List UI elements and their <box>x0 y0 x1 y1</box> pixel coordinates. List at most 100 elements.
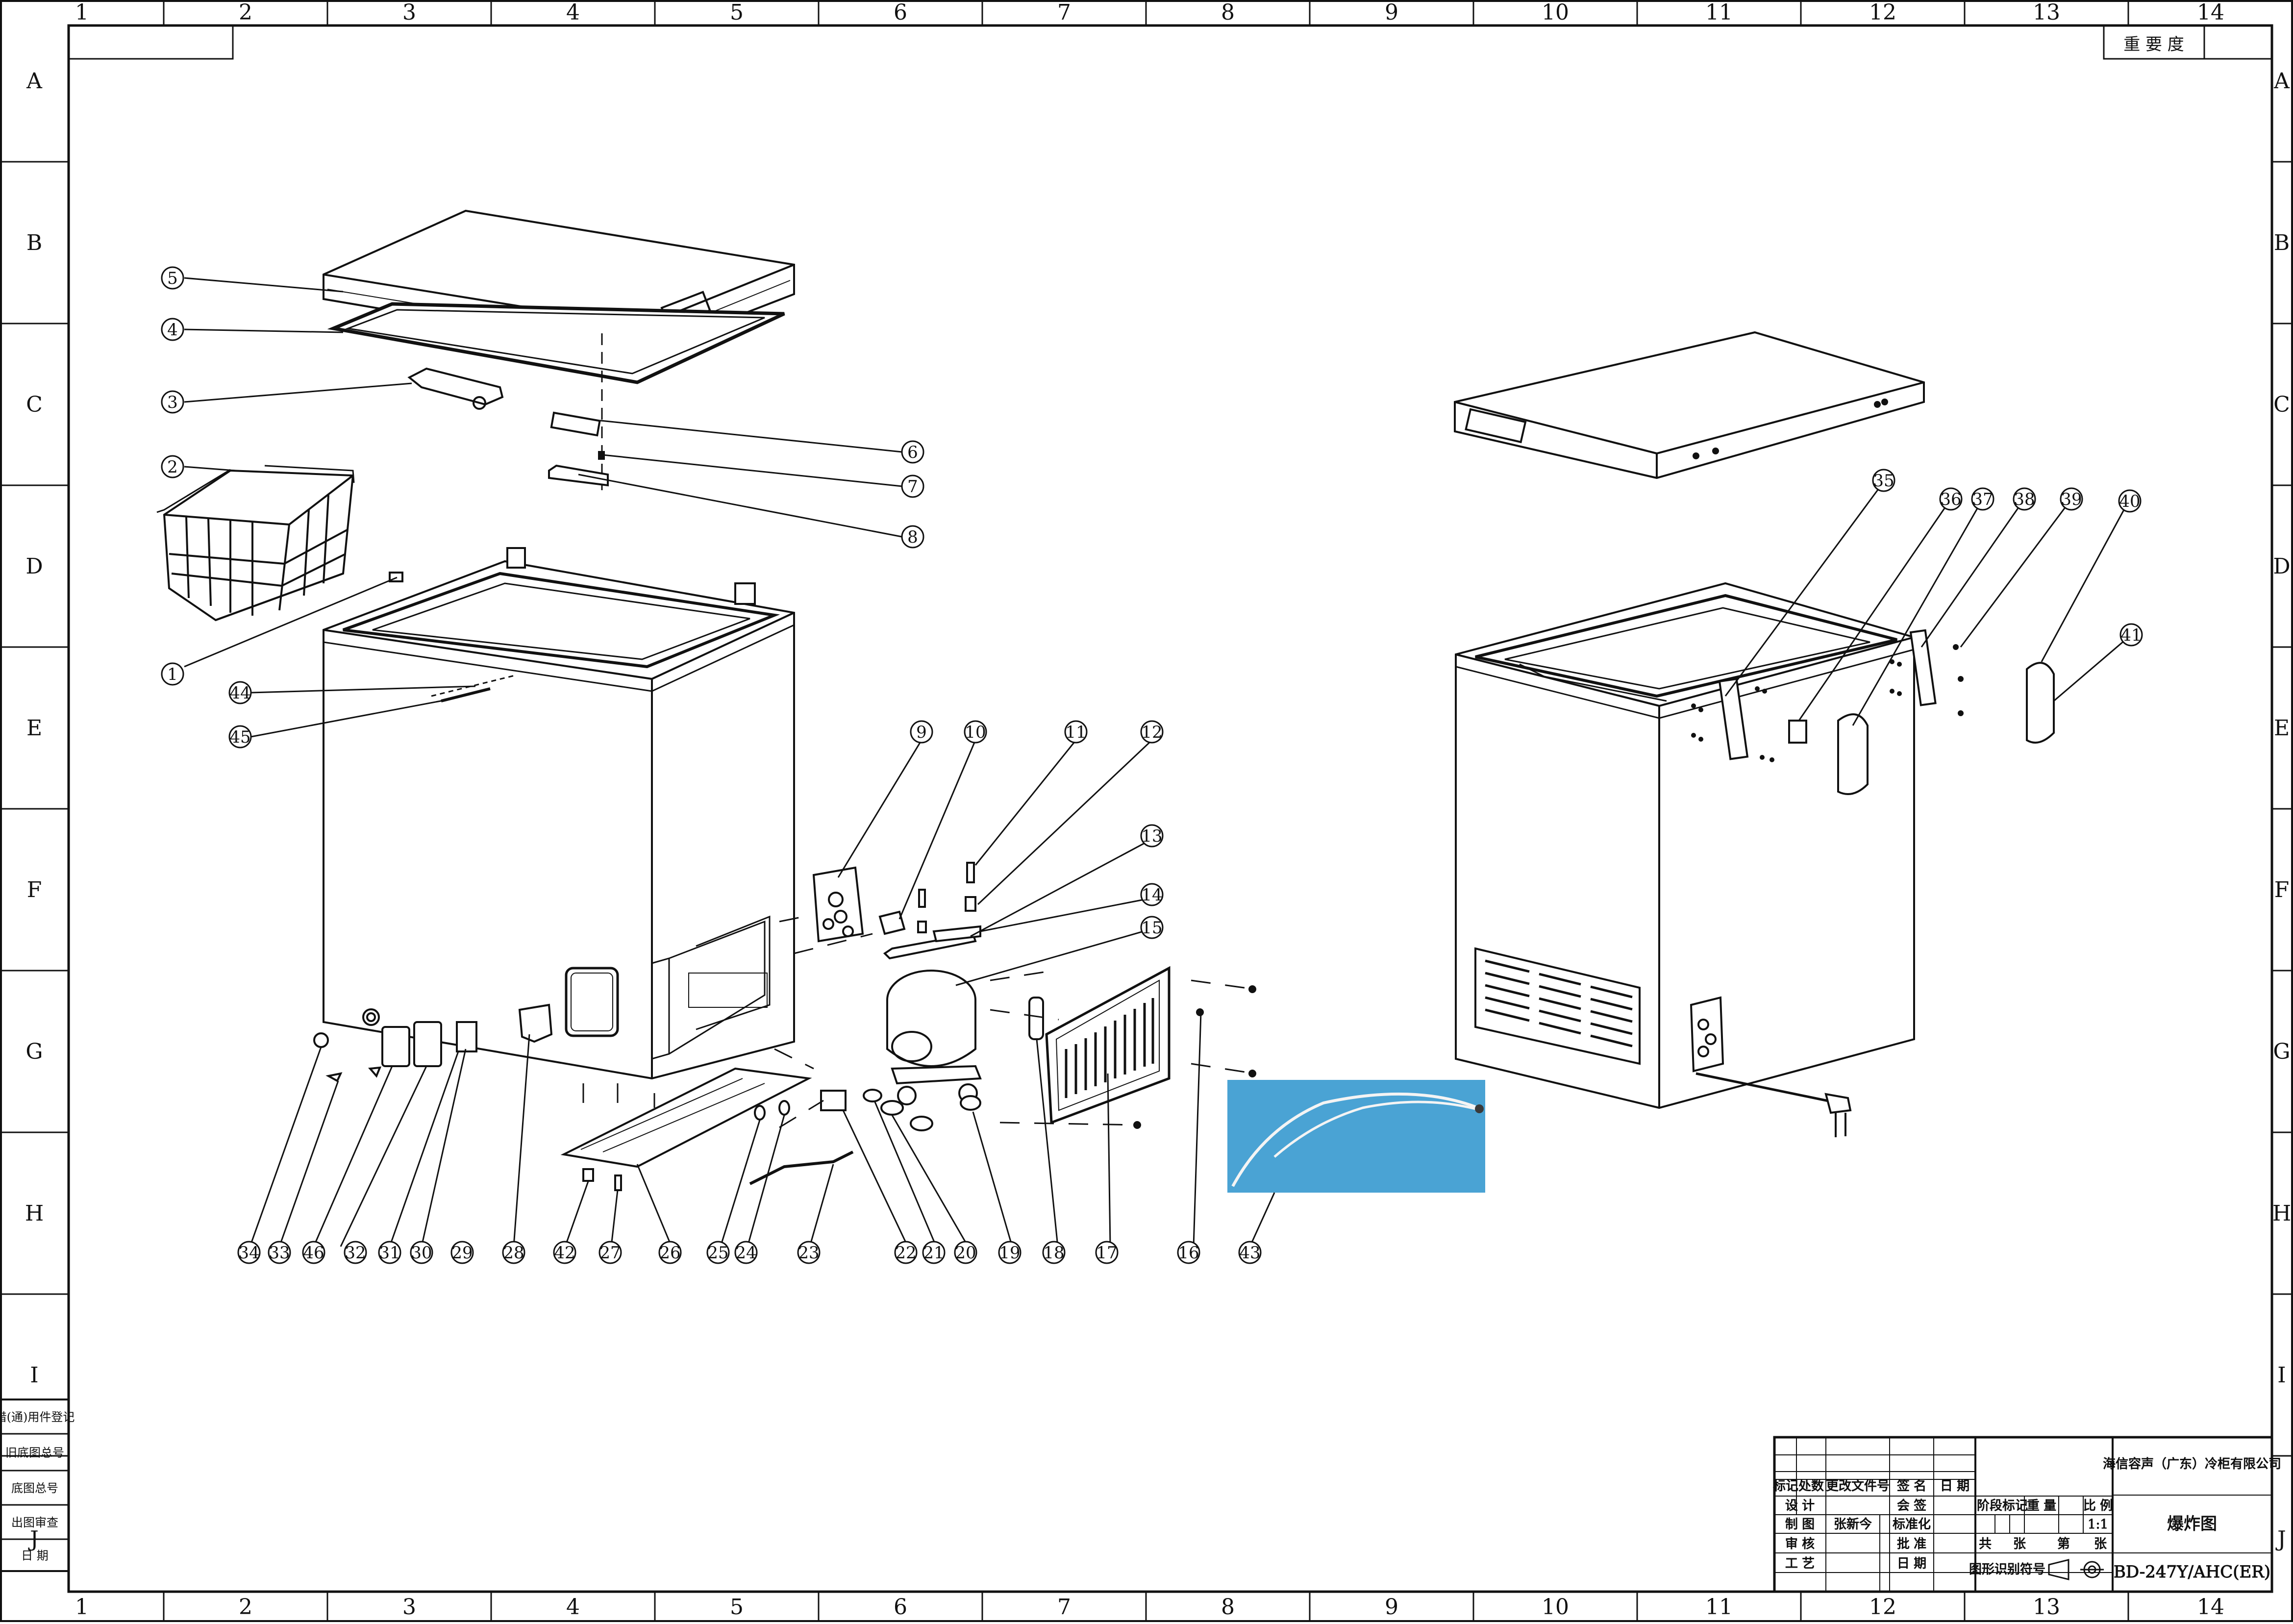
zone-col-label: 10 <box>1542 0 1569 25</box>
balloon-label: 40 <box>2119 492 2140 511</box>
zone-col-label: 6 <box>894 0 907 25</box>
balloon-29: 29 <box>450 1241 474 1264</box>
basket-part <box>156 465 355 622</box>
gasket-part <box>327 302 785 384</box>
balloon-33: 33 <box>268 1241 291 1264</box>
tb-row-draw: 制 图 <box>1785 1517 1815 1532</box>
bottom-plate-part <box>560 1067 812 1168</box>
balloon-label: 29 <box>451 1243 473 1263</box>
bolt-part <box>966 862 975 883</box>
balloon-label: 37 <box>1972 490 1993 509</box>
left-freezer-assembly <box>156 209 1256 1191</box>
tb-header-sign: 签 名 <box>1897 1479 1926 1494</box>
zone-col-label: 5 <box>730 1595 744 1620</box>
tb-weight: 重 量 <box>2027 1499 2056 1513</box>
balloon-14: 14 <box>1140 883 1164 906</box>
balloon-label: 6 <box>907 443 918 462</box>
balloon-label: 19 <box>999 1243 1020 1263</box>
balloon-label: 13 <box>1141 826 1162 846</box>
balloon-label: 12 <box>1141 723 1162 742</box>
balloon-1: 1 <box>161 662 184 686</box>
compressor-part <box>886 970 982 1105</box>
importance-value-box <box>2203 25 2273 60</box>
balloon-19: 19 <box>998 1241 1022 1264</box>
balloon-13: 13 <box>1140 824 1164 848</box>
balloon-label: 28 <box>503 1243 524 1263</box>
right-cabinet-body <box>1455 582 2055 1137</box>
zone-col-label: 14 <box>2197 0 2224 25</box>
balloon-label: 30 <box>411 1243 432 1263</box>
zone-col-label: 6 <box>894 1595 907 1620</box>
drier-part <box>1028 997 1044 1040</box>
balloon-label: 33 <box>269 1243 290 1263</box>
zone-col-label: 3 <box>402 1595 416 1620</box>
zone-col-label: 12 <box>1869 0 1896 25</box>
zone-col-label: 14 <box>2197 1595 2224 1620</box>
zone-col-label: 9 <box>1385 1595 1398 1620</box>
relay-part <box>878 910 906 935</box>
starter-part <box>820 1090 847 1111</box>
projection-symbol-icon <box>2048 1559 2104 1580</box>
balloon-label: 15 <box>1141 918 1162 938</box>
zone-row-label: G <box>2273 1039 2290 1064</box>
tb-stage-mark: 阶段标记 <box>1977 1499 2028 1513</box>
balloon-25: 25 <box>706 1241 730 1264</box>
side-table-cell: 旧底图总号 <box>5 1446 64 1460</box>
balloon-label: 38 <box>2014 490 2035 509</box>
balloon-label: 8 <box>907 527 918 547</box>
condenser-grille-part <box>1045 966 1171 1124</box>
zone-row-label: G <box>25 1039 43 1064</box>
tb-model: BD-247Y/AHC(ER) <box>2114 1562 2270 1582</box>
zone-row-label: B <box>2274 230 2290 255</box>
zone-row-label: C <box>26 392 43 417</box>
title-block: 标记 处数 更改文件号 签 名 日 期 设 计 制 图 审 核 工 艺 张新今 … <box>1772 1436 2282 1593</box>
tb-sheet-unit-a: 张 <box>2013 1537 2026 1551</box>
zone-row-label: F <box>2274 877 2290 902</box>
balloon-label: 1 <box>167 665 178 684</box>
balloon-15: 15 <box>1140 916 1164 939</box>
balloon-40: 40 <box>2118 489 2142 513</box>
zone-col-label: 8 <box>1221 1595 1235 1620</box>
tb-header-date: 日 期 <box>1940 1479 1969 1494</box>
balloon-28: 28 <box>502 1241 525 1264</box>
balloon-32: 32 <box>344 1241 367 1264</box>
tb-header-mark: 标记 <box>1773 1479 1798 1494</box>
balloon-label: 10 <box>965 723 986 742</box>
balloon-5: 5 <box>161 266 184 290</box>
tb-projection-label: 图形识别符号 <box>1969 1562 2045 1577</box>
balloon-27: 27 <box>598 1241 622 1264</box>
balloon-label: 4 <box>167 320 178 340</box>
side-handle-part <box>2026 662 2055 744</box>
part-8 <box>548 464 609 487</box>
zone-row-label: F <box>27 877 42 902</box>
balloon-label: 43 <box>1239 1243 1260 1263</box>
balloon-label: 31 <box>379 1243 400 1263</box>
balloon-label: 39 <box>2061 490 2082 509</box>
balloon-18: 18 <box>1042 1241 1066 1264</box>
zone-col-label: 4 <box>566 1595 580 1620</box>
zone-row-label: H <box>2272 1201 2291 1226</box>
tb-sheet-number: 第 <box>2057 1537 2070 1551</box>
zone-col-label: 1 <box>75 1595 89 1620</box>
balloon-12: 12 <box>1140 720 1164 744</box>
zone-row-label: I <box>30 1363 38 1388</box>
balloon-label: 22 <box>895 1243 916 1263</box>
balloon-39: 39 <box>2060 487 2083 511</box>
balloon-label: 3 <box>167 393 178 412</box>
balloon-11: 11 <box>1064 720 1088 744</box>
zone-row-label: A <box>26 69 43 94</box>
tb-row-approve: 批 准 <box>1897 1537 1926 1551</box>
balloon-label: 26 <box>659 1243 680 1263</box>
tb-scale-value: 1:1 <box>2088 1517 2108 1532</box>
right-lid <box>1454 331 1925 479</box>
balloon-label: 42 <box>554 1243 575 1263</box>
balloon-37: 37 <box>1971 487 1994 511</box>
balloon-44: 44 <box>228 681 252 704</box>
balloon-7: 7 <box>901 475 924 498</box>
balloon-16: 16 <box>1177 1241 1200 1264</box>
part-6 <box>550 411 601 437</box>
tb-sheet-unit-b: 张 <box>2094 1537 2107 1551</box>
balloon-label: 21 <box>923 1243 944 1263</box>
